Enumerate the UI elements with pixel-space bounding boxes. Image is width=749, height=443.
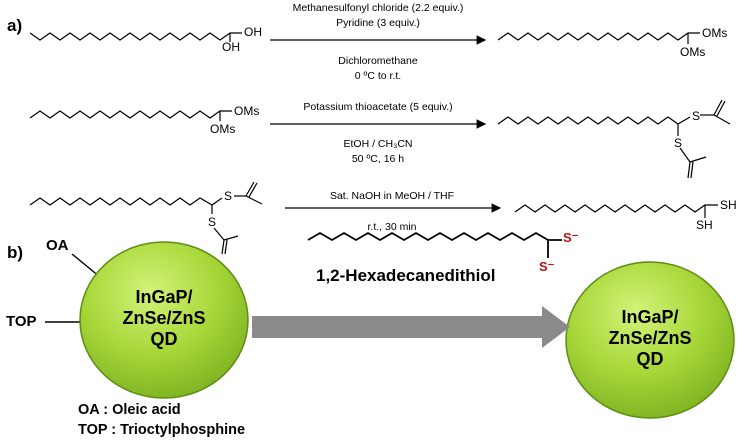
panel-label-a: a): [7, 16, 23, 35]
product3-sh-branch: SH: [696, 218, 713, 232]
diol-oh-branch: OH: [222, 40, 240, 54]
qd-after-label: InGaP/ ZnSe/ZnS QD: [590, 307, 710, 370]
reaction2-solvent: EtOH / CH₃CN: [343, 138, 413, 150]
qd-before-line2: ZnSe/ZnS: [122, 308, 206, 328]
reaction3-conditions: r.t., 30 min: [367, 221, 417, 233]
qd-before-line1: InGaP/: [135, 287, 193, 307]
qd-after-line2: ZnSe/ZnS: [608, 328, 692, 348]
qd-after: [565, 261, 735, 419]
bis-thioacetate-chain-1: [497, 99, 731, 179]
qd-after-line3: QD: [636, 349, 664, 369]
dithiolate-skeleton: [307, 231, 562, 258]
thiolate-branch: S⁻: [539, 259, 555, 274]
product1-oms-end: OMs: [702, 26, 728, 40]
diol-chain: [29, 32, 242, 42]
panel-label-b: b): [7, 243, 24, 262]
qd-before: [79, 241, 249, 399]
product3-sh-end: SH: [720, 198, 737, 212]
oa-ligand-line: [71, 253, 101, 278]
reaction2-reagent: Potassium thioacetate (5 equiv.): [303, 101, 453, 113]
qd-before-line3: QD: [150, 329, 178, 349]
legend-oa: OA : Oleic acid: [78, 402, 181, 418]
product1-oms-branch: OMs: [680, 45, 706, 59]
dithiol-name: 1,2-Hexadecanedithiol: [316, 266, 496, 285]
start2-oms-end: OMs: [234, 104, 260, 118]
product2-s-end: S: [692, 109, 701, 123]
reaction1-temperature: 0 ºC to r.t.: [354, 70, 402, 82]
reaction2-conditions: 50 ºC, 16 h: [351, 153, 405, 165]
start3-s-end: S: [224, 189, 233, 203]
qd-after-line1: InGaP/: [621, 307, 679, 327]
thiolate-end: S⁻: [563, 230, 579, 245]
start3-s-branch: S: [208, 215, 217, 229]
start2-oms-branch: OMs: [210, 122, 236, 136]
dithiol-chain: [514, 204, 718, 218]
ligand-top-label: TOP: [6, 313, 37, 330]
product2-s-branch: S: [674, 136, 683, 150]
dimesylate-chain-2: [29, 110, 232, 121]
reaction1-solvent: Dichloromethane: [338, 55, 418, 67]
legend-top: TOP : Trioctylphosphine: [78, 422, 246, 438]
reaction1-reagent2: Pyridine (3 equiv.): [336, 17, 420, 29]
dimesylate-chain-1: [497, 32, 700, 44]
ligand-oa-label: OA: [46, 237, 69, 254]
reaction3-reagent: Sat. NaOH in MeOH / THF: [329, 190, 455, 202]
qd-before-label: InGaP/ ZnSe/ZnS QD: [104, 287, 224, 350]
reaction1-reagent1: Methanesulfonyl chloride (2.2 equiv.): [292, 2, 464, 14]
exchange-arrow: [252, 306, 570, 348]
diol-oh-end: OH: [244, 25, 262, 39]
bis-thioacetate-chain-2: [29, 181, 263, 255]
